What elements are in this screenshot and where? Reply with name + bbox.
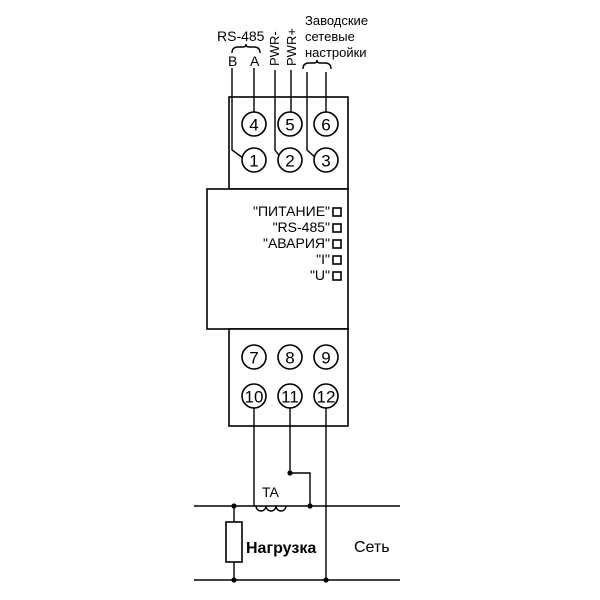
pwr-plus-label: PWR+ — [284, 28, 299, 66]
svg-text:5: 5 — [285, 116, 294, 135]
device-bottom-terminal-block — [228, 328, 349, 427]
terminal-9: 9 — [313, 344, 339, 370]
a-label: A — [250, 53, 260, 69]
terminal-8: 8 — [277, 344, 303, 370]
terminal-12: 12 — [313, 383, 339, 409]
terminal-7: 7 — [241, 344, 267, 370]
indicator-led-power — [332, 207, 342, 217]
indicator-label-voltage: "U" — [310, 267, 330, 283]
svg-text:4: 4 — [249, 116, 258, 135]
svg-text:11: 11 — [281, 388, 299, 407]
top-wiring — [231, 68, 327, 159]
factory-settings-line3: настройки — [305, 45, 367, 60]
terminal-4: 4 — [241, 111, 267, 137]
indicator-label-current: "I" — [316, 251, 330, 267]
load-resistor — [225, 521, 243, 563]
load-label: Нагрузка — [246, 540, 316, 557]
rs485-brace — [231, 43, 261, 54]
ta-label: TA — [262, 484, 280, 500]
terminal-6: 6 — [313, 111, 339, 137]
current-transformer-coil — [255, 505, 287, 512]
svg-text:3: 3 — [321, 152, 330, 171]
svg-text:6: 6 — [321, 116, 330, 135]
terminal-2: 2 — [277, 147, 303, 173]
factory-settings-brace — [302, 59, 332, 70]
terminal-1: 1 — [241, 147, 267, 173]
terminal-3: 3 — [313, 147, 339, 173]
svg-text:9: 9 — [321, 349, 330, 368]
bottom-wiring — [231, 408, 329, 583]
indicator-led-voltage — [332, 271, 342, 281]
svg-text:1: 1 — [249, 152, 258, 171]
grid-label: Сеть — [354, 539, 390, 556]
device-top-terminal-block — [228, 96, 349, 190]
device-indicator-panel — [206, 188, 349, 330]
factory-settings-line2: сетевые — [305, 29, 355, 44]
terminal-5: 5 — [277, 111, 303, 137]
svg-text:7: 7 — [249, 349, 258, 368]
indicator-label-alarm: "АВАРИЯ" — [263, 235, 330, 251]
indicator-label-power: "ПИТАНИЕ" — [253, 203, 330, 219]
terminal-11: 11 — [277, 383, 303, 409]
indicator-led-current — [332, 255, 342, 265]
terminal-10: 10 — [241, 383, 267, 409]
svg-text:10: 10 — [245, 388, 264, 407]
svg-text:8: 8 — [285, 349, 294, 368]
indicator-led-alarm — [332, 239, 342, 249]
indicator-label-rs485: "RS-485" — [273, 219, 330, 235]
pwr-minus-label: PWR- — [267, 31, 282, 66]
svg-text:12: 12 — [317, 388, 336, 407]
indicator-led-rs485 — [332, 223, 342, 233]
rs485-label: RS-485 — [217, 28, 265, 44]
b-label: B — [228, 53, 237, 69]
svg-text:2: 2 — [285, 152, 294, 171]
factory-settings-line1: Заводские — [305, 13, 368, 28]
